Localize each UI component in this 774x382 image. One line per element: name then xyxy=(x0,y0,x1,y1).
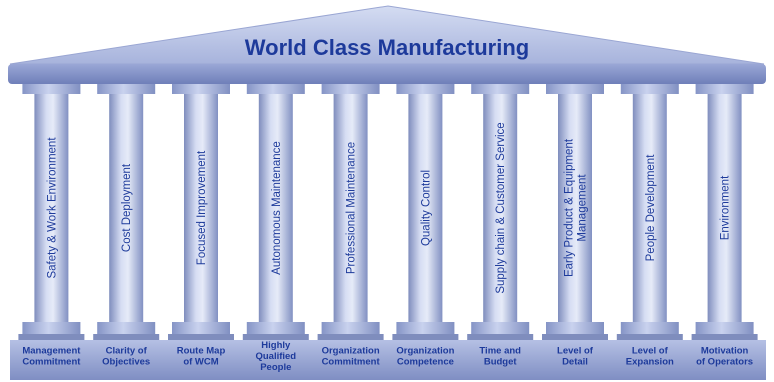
roof-beam xyxy=(8,64,766,84)
pillar-capital-top xyxy=(396,84,455,94)
pillar-capital-bottom xyxy=(97,322,156,334)
pillar-step xyxy=(542,334,608,340)
pillar-capital-top xyxy=(246,84,305,94)
pillar-capital-bottom xyxy=(246,322,305,334)
pillar-shaft xyxy=(109,94,144,322)
pillars-group: Safety & Work Environment Cost Deployment… xyxy=(18,84,758,340)
pillar: Autonomous Maintenance xyxy=(242,84,309,340)
pillar-capital-top xyxy=(97,84,156,94)
pillar-label: Quality Control xyxy=(420,170,432,246)
pillar-step xyxy=(242,334,309,340)
pillar-shaft xyxy=(558,94,592,322)
pillar-label: Safety & Work Environment xyxy=(46,137,58,279)
pillar-label: Environment xyxy=(720,175,732,240)
pillar: Early Product & EquipmentManagement xyxy=(542,84,608,340)
pillar: Environment xyxy=(691,84,758,340)
pillar: Safety & Work Environment xyxy=(18,84,85,340)
pillar-capital-top xyxy=(546,84,604,94)
pillar-label: People Development xyxy=(645,154,657,262)
pillar-shaft xyxy=(632,94,667,322)
pillar-step xyxy=(616,334,683,340)
pillar-capital-bottom xyxy=(471,322,530,334)
pillar-shaft xyxy=(333,94,368,322)
pillar-shaft xyxy=(707,94,742,322)
pillar-step xyxy=(18,334,85,340)
pillar-step xyxy=(93,334,160,340)
pillar-capital-top xyxy=(695,84,754,94)
base-plinth xyxy=(10,340,766,380)
pillar-capital-bottom xyxy=(22,322,81,334)
pillar-shaft xyxy=(483,94,518,322)
pillar-label: Focused Improvement xyxy=(196,150,208,265)
pillar-capital-top xyxy=(172,84,230,94)
pillar-label: Cost Deployment xyxy=(121,163,133,252)
pillar: People Development xyxy=(616,84,683,340)
pillar-capital-bottom xyxy=(695,322,754,334)
pillar-shaft xyxy=(184,94,218,322)
pillar-shaft xyxy=(34,94,69,322)
pillar: Quality Control xyxy=(392,84,459,340)
pillar-step xyxy=(467,334,534,340)
pillar: Cost Deployment xyxy=(93,84,160,340)
pillar-step xyxy=(317,334,384,340)
pillar-label: Early Product & EquipmentManagement xyxy=(564,138,589,277)
pillar: Supply chain & Customer Service xyxy=(467,84,534,340)
pillar-label: Supply chain & Customer Service xyxy=(495,122,507,293)
diagram-title: World Class Manufacturing xyxy=(245,35,529,60)
pillar-label: Professional Maintenance xyxy=(346,142,358,274)
pillar-capital-bottom xyxy=(172,322,230,334)
pillar-capital-top xyxy=(471,84,530,94)
pillar-capital-bottom xyxy=(321,322,380,334)
pillar-label: Autonomous Maintenance xyxy=(271,141,283,275)
pillar-capital-top xyxy=(321,84,380,94)
pillar-step xyxy=(392,334,459,340)
pillar-capital-top xyxy=(620,84,679,94)
pillar-step xyxy=(168,334,234,340)
pillar-capital-top xyxy=(22,84,81,94)
pillar: Focused Improvement xyxy=(168,84,234,340)
pillar-capital-bottom xyxy=(620,322,679,334)
pillar-capital-bottom xyxy=(546,322,604,334)
pillar: Professional Maintenance xyxy=(317,84,384,340)
pillar-step xyxy=(691,334,758,340)
pillar-shaft xyxy=(408,94,443,322)
pillar-capital-bottom xyxy=(396,322,455,334)
pillar-shaft xyxy=(258,94,293,322)
